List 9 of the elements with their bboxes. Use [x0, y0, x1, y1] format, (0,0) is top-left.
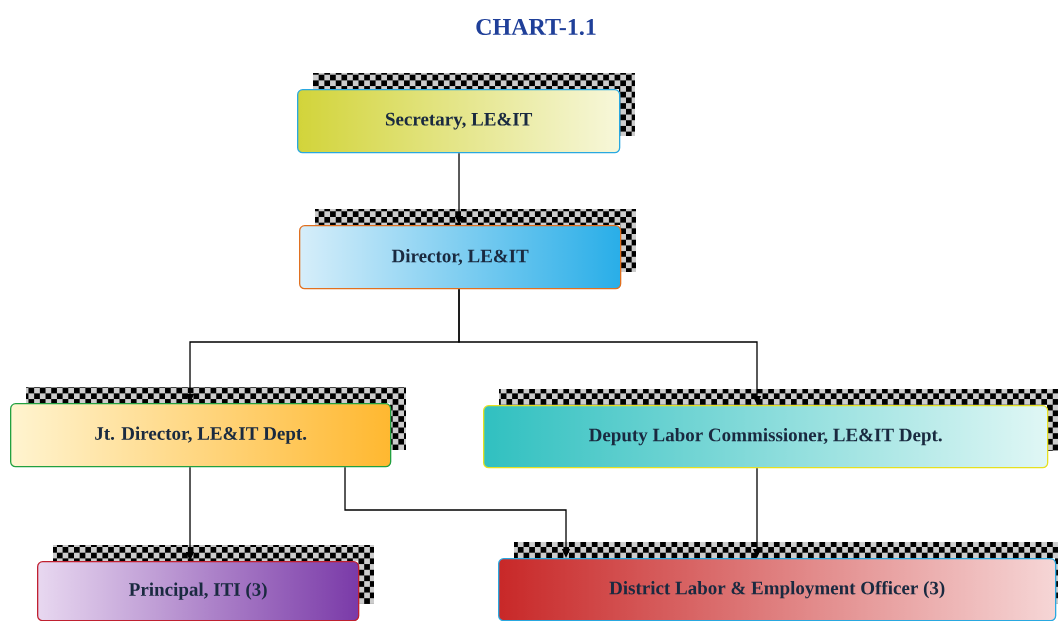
- org-box: Secretary, LE&IT: [297, 73, 635, 154]
- arrow: [458, 288, 762, 405]
- title: CHART-1.1: [476, 18, 596, 36]
- arrow: [344, 466, 571, 558]
- org-box: Deputy Labor Commissioner, LE&IT Dept.: [483, 405, 1049, 469]
- org-box: District Labor & Employment Officer (3): [498, 558, 1057, 621]
- org-box: Director, LE&IT: [299, 209, 636, 290]
- org-box: Principal, ITI (3): [37, 545, 374, 621]
- org-box: Jt. Director, LE&IT Dept.: [10, 387, 406, 468]
